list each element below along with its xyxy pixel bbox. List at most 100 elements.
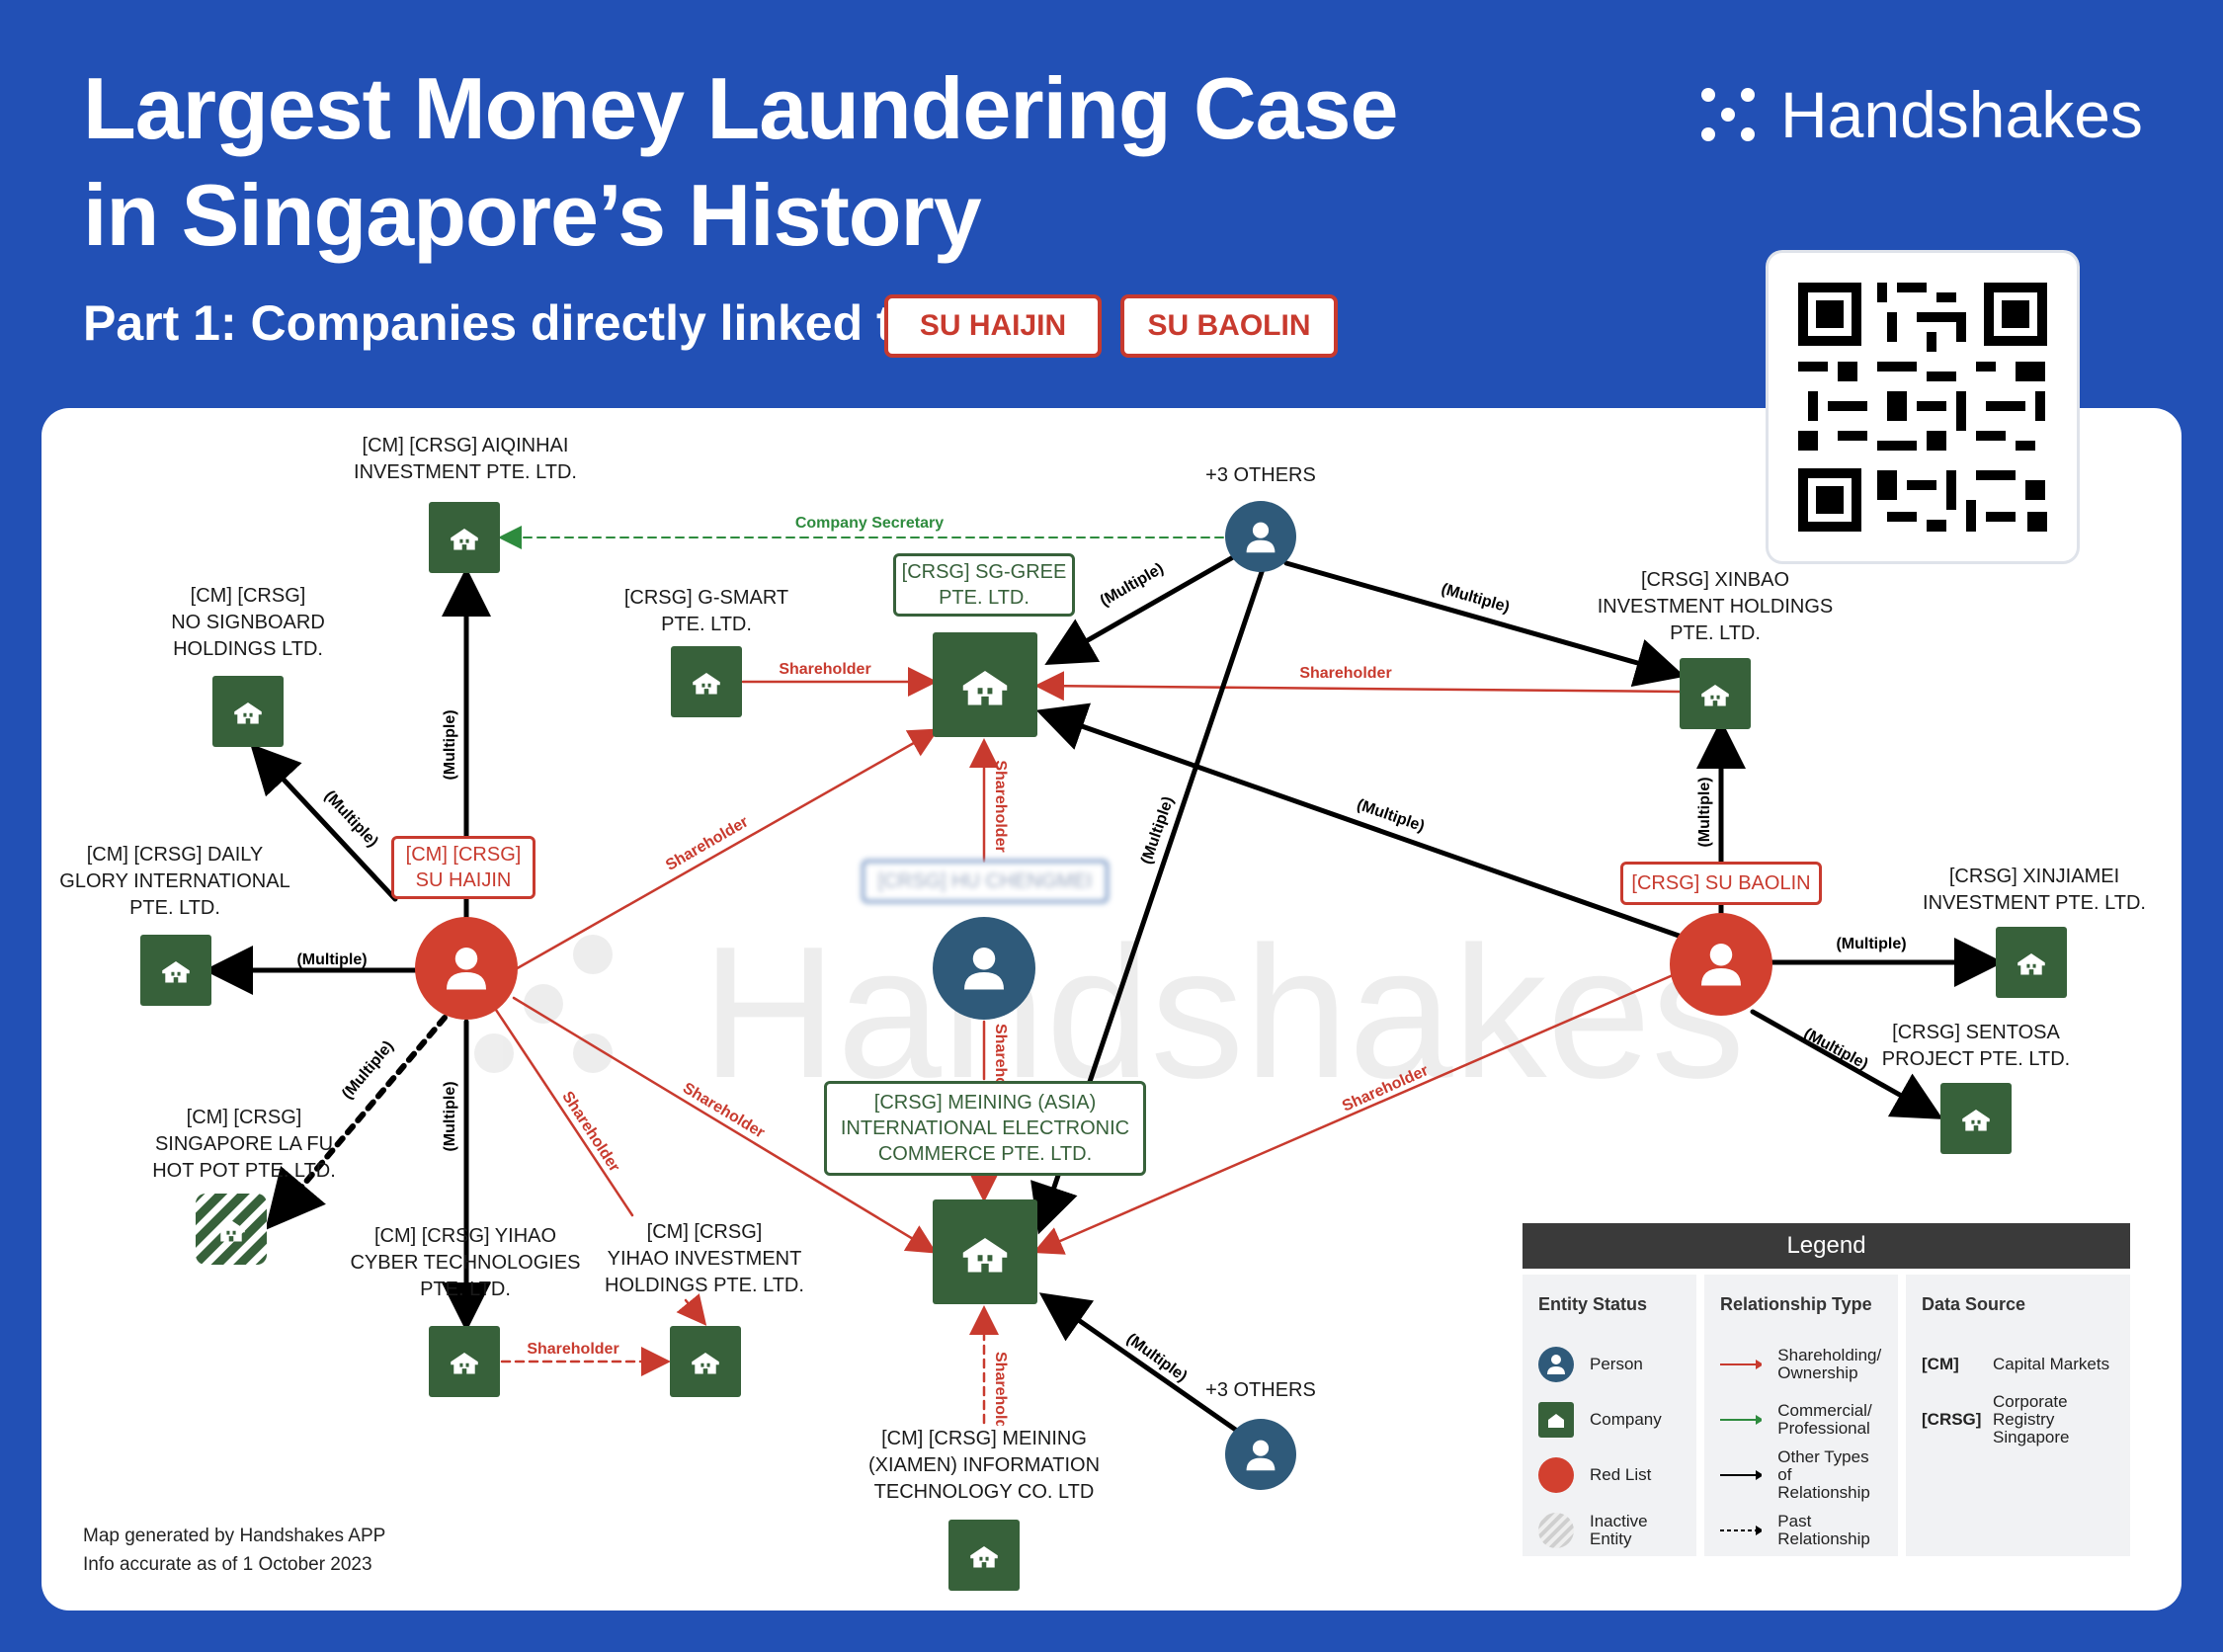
shareholding-arrow-icon xyxy=(1720,1360,1763,1369)
red-list-icon xyxy=(1538,1457,1574,1493)
label-multiple-xinjiamei: (Multiple) xyxy=(1836,936,1906,952)
company-node-xinbao xyxy=(1680,658,1751,729)
person-node-su-baolin xyxy=(1670,913,1772,1016)
label-multiple-yihaocyber: (Multiple) xyxy=(442,1081,458,1151)
company-node-lafu-inactive xyxy=(196,1194,267,1265)
legend-red-list: Red List xyxy=(1538,1447,1681,1503)
company-node-xinjiamei xyxy=(1996,927,2067,998)
edge-haijin-meining xyxy=(512,996,938,1254)
edge-others-sggree xyxy=(1044,554,1236,665)
edge-haijin-lafu xyxy=(265,1015,448,1231)
footer-note: Map generated by Handshakes APP Info acc… xyxy=(83,1522,385,1579)
legend-relationship-type: Relationship Type Shareholding/ Ownershi… xyxy=(1704,1275,1898,1556)
person-node-others-top xyxy=(1225,501,1296,572)
company-node-xiamen xyxy=(948,1520,1020,1591)
label-blurred-person: [CRSG] HU CHENGMEI xyxy=(862,860,1109,903)
legend-company: Company xyxy=(1538,1392,1681,1447)
legend-inactive: Inactive Entity xyxy=(1538,1503,1681,1558)
legend-data-source-heading: Data Source xyxy=(1922,1294,2026,1314)
past-relationship-arrow-icon xyxy=(1720,1526,1763,1535)
edge-baolin-meining xyxy=(1032,970,1682,1255)
label-multiple-lafu: (Multiple) xyxy=(339,1037,397,1102)
edge-haijin-nosignboard xyxy=(250,743,398,902)
company-node-sentosa xyxy=(1940,1083,2012,1154)
edge-baolin-sggree xyxy=(1035,702,1685,940)
legend-entity-status: Entity Status Person Company Red List In… xyxy=(1523,1275,1696,1556)
label-shareholder-gsmart: Shareholder xyxy=(779,661,870,678)
subtitle: Part 1: Companies directly linked to xyxy=(83,295,924,351)
legend-past-relationship: Past Relationship xyxy=(1720,1503,1882,1558)
label-multiple-baolin-xinbao: (Multiple) xyxy=(1696,777,1713,847)
footer-line-2: Info accurate as of 1 October 2023 xyxy=(83,1554,372,1575)
label-multiple-aiqinhai: (Multiple) xyxy=(442,709,458,780)
person-node-hu-chengmei xyxy=(933,917,1035,1020)
legend-relationship-type-heading: Relationship Type xyxy=(1720,1294,1872,1314)
legend-commercial: Commercial/ Professional xyxy=(1720,1392,1882,1447)
legend: Legend Entity Status Person Company Red … xyxy=(1523,1223,2130,1564)
company-node-yihaocyber xyxy=(429,1326,500,1397)
legend-title: Legend xyxy=(1523,1223,2130,1269)
label-su-haijin: [CM] [CRSG]SU HAIJIN xyxy=(391,836,535,899)
label-multiple-sentosa: (Multiple) xyxy=(1801,1026,1871,1073)
legend-entity-status-heading: Entity Status xyxy=(1538,1294,1648,1314)
person-nodes xyxy=(415,501,1772,1490)
other-relationship-arrow-icon xyxy=(1720,1470,1763,1480)
label-multiple-nosignboard: (Multiple) xyxy=(321,787,381,851)
company-node-sggree xyxy=(933,632,1037,737)
company-nodes xyxy=(140,502,2067,1591)
label-su-baolin: [CRSG] SU BAOLIN xyxy=(1620,862,1822,905)
company-node-daily xyxy=(140,935,211,1006)
brand-logo: Handshakes xyxy=(1701,77,2143,152)
edge-baolin-sentosa xyxy=(1750,1009,1943,1119)
edge-yihaoinv-arrow xyxy=(676,1293,707,1326)
label-shareholder-xiamen: Shareholder xyxy=(992,1352,1009,1444)
tag-su-baolin: SU BAOLIN xyxy=(1120,294,1338,358)
title-line-1: Largest Money Laundering Case xyxy=(83,59,1398,157)
label-multiple-meining: (Multiple) xyxy=(1138,794,1177,867)
tag-su-haijin: SU HAIJIN xyxy=(884,294,1102,358)
footer-line-1: Map generated by Handshakes APP xyxy=(83,1526,386,1546)
legend-shareholding: Shareholding/ Ownership xyxy=(1720,1337,1882,1392)
label-shareholder-hu-sggree: Shareholder xyxy=(992,760,1009,852)
legend-other-relationship: Other Types of Relationship xyxy=(1720,1447,1882,1503)
qr-code[interactable] xyxy=(1769,253,2077,561)
label-multiple-baolin-sggree: (Multiple) xyxy=(1355,796,1427,835)
edge-xinbao-sggree xyxy=(1034,671,1682,702)
company-node-meining xyxy=(933,1199,1037,1304)
legend-source-crsg: [CRSG] Corporate Registry Singapore xyxy=(1922,1392,2070,1446)
person-node-others-bottom xyxy=(1225,1419,1296,1490)
company-node-aiqinhai xyxy=(429,502,500,573)
edge-haijin-sggree xyxy=(512,728,940,972)
legend-person: Person xyxy=(1538,1337,1681,1392)
label-shareholder-haijin-yihaoinv: Shareholder xyxy=(558,1089,622,1176)
edge-othersbottom-meining xyxy=(1038,1292,1240,1434)
label-shareholder-xinbao: Shareholder xyxy=(1299,665,1391,682)
person-icon xyxy=(1538,1347,1574,1382)
company-node-yihaoinv xyxy=(670,1326,741,1397)
edge-haijin-yihaoinv xyxy=(490,1002,634,1217)
label-others-top: +3 OTHERS xyxy=(1205,464,1316,486)
person-node-su-haijin xyxy=(415,917,518,1020)
commercial-arrow-icon xyxy=(1720,1415,1763,1425)
label-others-bottom: +3 OTHERS xyxy=(1205,1379,1316,1401)
label-company-secretary: Company Secretary xyxy=(795,515,944,532)
qr-code-icon xyxy=(1798,283,2047,532)
legend-data-source: Data Source [CM] Capital Markets [CRSG] … xyxy=(1906,1275,2130,1556)
label-multiple-daily: (Multiple) xyxy=(296,951,367,968)
handshakes-logo-icon xyxy=(1701,88,1755,141)
edge-others-xinbao xyxy=(1283,560,1686,688)
company-node-gsmart xyxy=(671,646,742,717)
title-line-2: in Singapore’s History xyxy=(83,166,982,264)
